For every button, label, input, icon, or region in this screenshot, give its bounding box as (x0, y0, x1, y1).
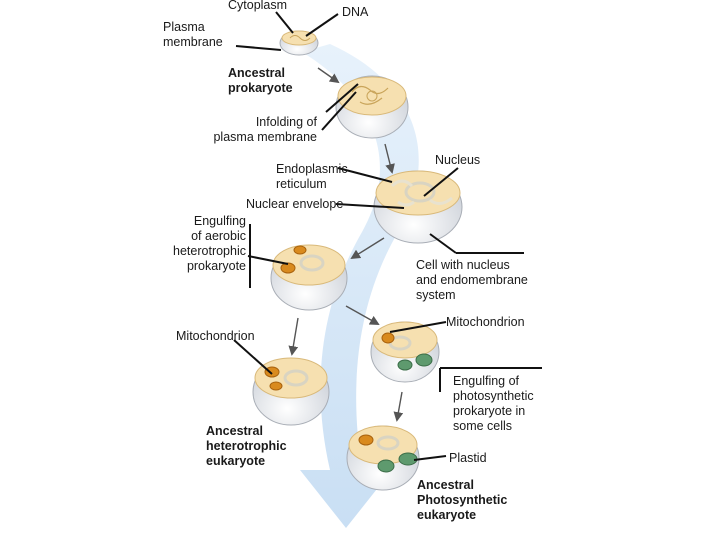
label-plasma-membrane: Plasma membrane (163, 20, 223, 49)
label-cell-with-nucleus: Cell with nucleus and endomembrane syste… (416, 258, 528, 302)
arrow-4 (288, 317, 299, 356)
cell-ancestral-heterotrophic-eukaryote (252, 357, 330, 426)
cell-engulfing-aerobic (270, 244, 348, 311)
label-engulfing-photosynthetic: Engulfing of photosynthetic prokaryote i… (453, 374, 534, 433)
label-ancestral-heterotrophic-eukaryote: Ancestral heterotrophic eukaryote (206, 424, 287, 468)
arrow-2 (384, 143, 395, 174)
label-engulfing-aerobic: Engulfing of aerobic heterotrophic proka… (173, 214, 246, 273)
arrow-3 (350, 237, 385, 260)
label-cytoplasm: Cytoplasm (228, 0, 288, 12)
arrow-1 (317, 67, 340, 84)
arrow-6 (393, 391, 404, 422)
cell-infolding (335, 75, 409, 139)
cell-ancestral-prokaryote-small (279, 30, 319, 56)
cell-with-mitochondrion-right (370, 321, 440, 383)
arrow-5 (345, 305, 380, 325)
label-endoplasmic-reticulum: Endoplasmic reticulum (276, 162, 348, 191)
label-nuclear-envelope: Nuclear envelope (246, 197, 344, 211)
label-ancestral-prokaryote: Ancestral prokaryote (228, 66, 293, 95)
label-dna: DNA (342, 5, 369, 19)
process-arrows (288, 67, 404, 422)
cell-ancestral-photosynthetic-eukaryote (346, 425, 420, 491)
label-ancestral-photosynthetic-eukaryote: Ancestral Photosynthetic eukaryote (417, 478, 508, 522)
label-plastid: Plastid (449, 451, 487, 465)
label-nucleus: Nucleus (435, 153, 481, 167)
cell-with-nucleus (373, 170, 463, 244)
label-mitochondrion-right: Mitochondrion (446, 315, 525, 329)
label-infolding-plasma-membrane: Infolding of plasma membrane (213, 115, 317, 144)
label-mitochondrion-left: Mitochondrion (176, 329, 255, 343)
leader-lines (233, 11, 542, 461)
